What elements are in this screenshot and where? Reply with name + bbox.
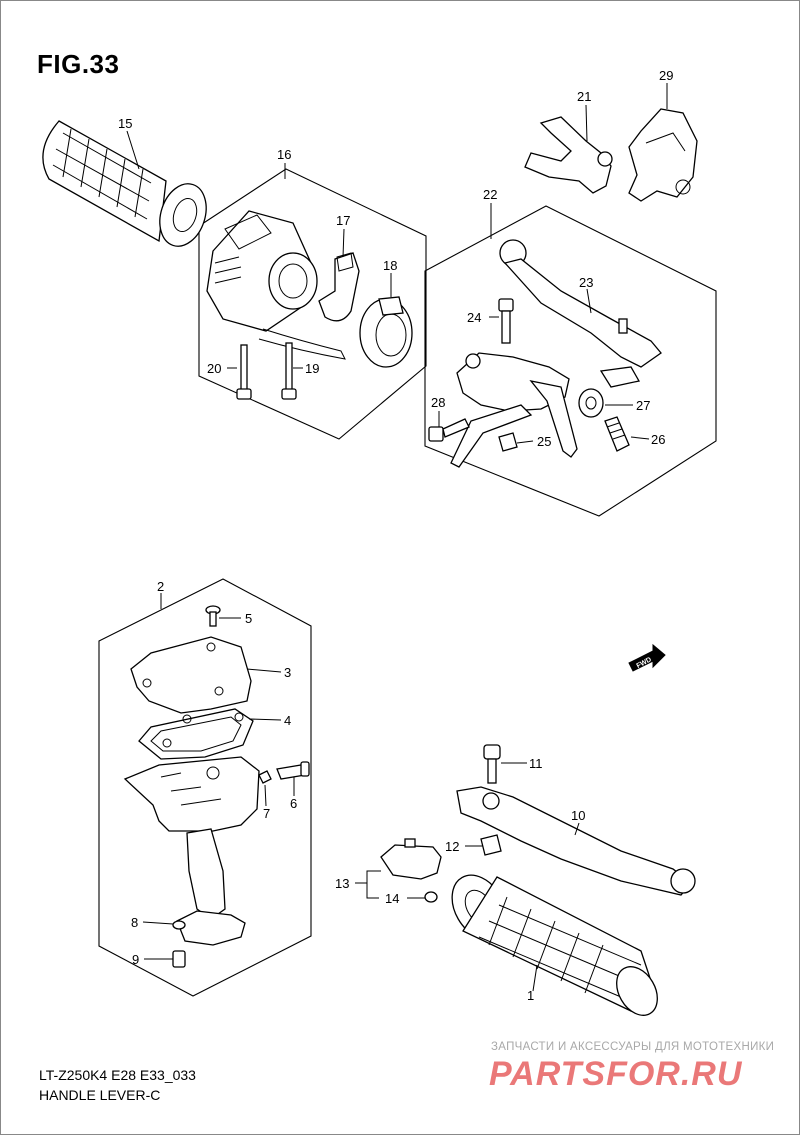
part-28-bolt — [428, 418, 470, 442]
part-5-screw — [205, 605, 221, 627]
part-21-bracket — [524, 116, 613, 194]
callout-7: 7 — [263, 806, 270, 821]
watermark-logo: PARTSFOR.RU — [489, 1055, 743, 1093]
callout-9: 9 — [132, 952, 139, 967]
callout-8: 8 — [131, 915, 138, 930]
callout-labels: 1 2 3 4 5 6 7 8 9 10 11 12 13 14 15 16 1… — [118, 68, 673, 1003]
callout-18: 18 — [383, 258, 397, 273]
part-13-switch — [380, 838, 442, 880]
part-18-clamp-ring — [359, 296, 413, 368]
callout-1: 1 — [527, 988, 534, 1003]
part-19-screw — [281, 342, 297, 400]
part-29-holder — [628, 108, 698, 202]
callout-6: 6 — [290, 796, 297, 811]
part-1-grip-right — [451, 874, 658, 1016]
callout-29: 29 — [659, 68, 673, 83]
part-15-grip-left — [42, 120, 207, 247]
callout-22: 22 — [483, 187, 497, 202]
callout-12: 12 — [445, 839, 459, 854]
part-10-lever — [456, 786, 696, 896]
part-25-nut — [498, 432, 518, 452]
part-27-adjuster — [578, 366, 641, 418]
callout-10: 10 — [571, 808, 585, 823]
callout-23: 23 — [579, 275, 593, 290]
part-22-lever-holder — [450, 352, 578, 468]
callout-15: 15 — [118, 116, 132, 131]
callout-4: 4 — [284, 713, 291, 728]
callout-2: 2 — [157, 579, 164, 594]
callout-3: 3 — [284, 665, 291, 680]
group-box-2 — [98, 578, 312, 997]
part-17-switch-knob — [318, 252, 360, 322]
part-9-bolt — [172, 950, 186, 968]
figure-code: LT-Z250K4 E28 E33_033 — [39, 1067, 196, 1083]
part-12-nut — [480, 834, 502, 856]
callout-11: 11 — [529, 756, 543, 771]
watermark-tagline: ЗАПЧАСТИ И АКСЕССУАРЫ ДЛЯ МОТОТЕХНИКИ — [491, 1041, 775, 1053]
callout-21: 21 — [577, 89, 591, 104]
part-26-screw — [604, 416, 630, 452]
callout-16: 16 — [277, 147, 291, 162]
callout-24: 24 — [467, 310, 481, 325]
part-11-bolt — [483, 744, 501, 784]
group-box-22 — [424, 205, 717, 517]
leader-lines — [126, 83, 668, 992]
part-20-screw — [236, 344, 252, 400]
part-16-switch-housing — [206, 210, 346, 360]
figure-title: FIG.33 — [37, 49, 120, 79]
figure-name: HANDLE LEVER-C — [39, 1087, 161, 1103]
part-24-bolt — [498, 298, 514, 344]
group-box-16 — [198, 168, 427, 440]
part-23-lever — [499, 239, 662, 368]
part-14-screw — [424, 891, 438, 903]
callout-14: 14 — [385, 891, 399, 906]
callout-27: 27 — [636, 398, 650, 413]
callout-17: 17 — [336, 213, 350, 228]
part-2-master-cylinder — [123, 756, 260, 946]
part-7-nut — [258, 770, 272, 784]
callout-28: 28 — [431, 395, 445, 410]
callout-13: 13 — [335, 876, 349, 891]
part-6-bolt — [276, 761, 310, 780]
part-3-cover — [130, 636, 252, 714]
callout-25: 25 — [537, 434, 551, 449]
part-4-gasket — [138, 708, 254, 760]
fwd-arrow-icon: FWD — [628, 643, 666, 672]
part-8-washer — [172, 920, 186, 930]
callout-19: 19 — [305, 361, 319, 376]
callout-26: 26 — [651, 432, 665, 447]
callout-20: 20 — [207, 361, 221, 376]
callout-5: 5 — [245, 611, 252, 626]
